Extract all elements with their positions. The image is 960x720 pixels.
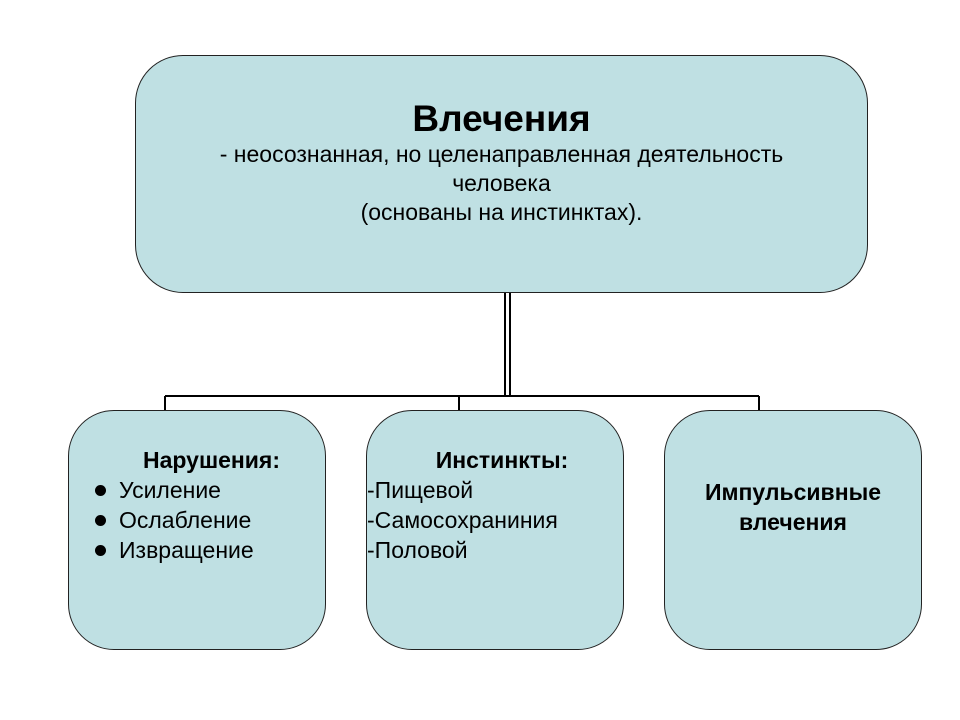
bullet-icon	[95, 544, 106, 556]
list-item: -Самосохраниния	[367, 507, 558, 533]
instincts-box: Инстинкты: -Пищевой -Самосохраниния -Пол…	[366, 410, 624, 650]
disorders-list: Усиление Ослабление Извращение	[95, 475, 325, 565]
list-item: Ослабление	[95, 505, 325, 535]
main-concept-description-line-3: (основаны на инстинктах).	[360, 199, 643, 225]
list-item-label: Извращение	[119, 537, 254, 563]
impulsive-box: Импульсивные влечения	[664, 410, 922, 650]
bullet-icon	[95, 484, 106, 496]
impulsive-title-line-2: влечения	[739, 509, 847, 535]
list-item-label: Ослабление	[119, 507, 252, 533]
main-concept-title: Влечения	[412, 98, 591, 139]
list-item: Усиление	[95, 475, 325, 505]
list-item: Извращение	[95, 535, 325, 565]
instincts-list: -Пищевой -Самосохраниния -Половой	[367, 475, 623, 565]
main-concept-description-line-1: - неосознанная, но целенаправленная деят…	[219, 141, 784, 167]
bullet-icon	[95, 514, 106, 526]
instincts-title: Инстинкты:	[435, 447, 569, 473]
disorders-title: Нарушения:	[143, 447, 281, 473]
list-item: -Пищевой	[367, 477, 474, 503]
list-item-label: Усиление	[119, 477, 221, 503]
disorders-box: Нарушения: Усиление Ослабление Извращени…	[68, 410, 326, 650]
list-item: -Половой	[367, 537, 468, 563]
main-concept-box: Влечения - неосознанная, но целенаправле…	[135, 55, 868, 293]
main-concept-description-line-2: человека	[452, 170, 551, 196]
impulsive-title-line-1: Импульсивные	[704, 479, 882, 505]
